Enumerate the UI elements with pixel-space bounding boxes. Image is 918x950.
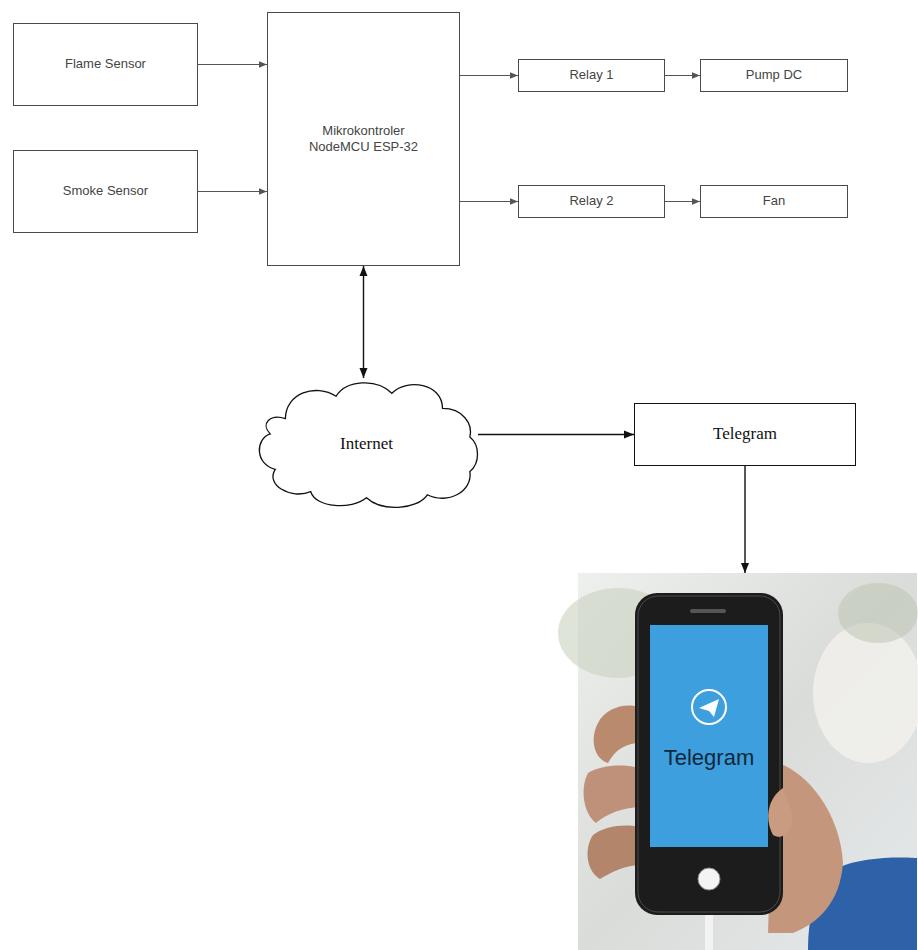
relay-box: Relay 1 [518, 59, 665, 92]
node-label: Telegram [654, 745, 764, 771]
node-label: Internet [340, 434, 393, 454]
sensor-box: Smoke Sensor [13, 150, 198, 233]
cloud-shape: Internet [255, 378, 478, 510]
node-label: Fan [763, 193, 785, 209]
arrow-connector [478, 434, 634, 435]
node-label: Relay 1 [569, 67, 613, 83]
node-label: Pump DC [746, 67, 802, 83]
node-label: Mikrokontroler NodeMCU ESP-32 [299, 123, 429, 156]
arrow-connector [665, 75, 700, 76]
node-label: Relay 2 [569, 193, 613, 209]
phone-image: Telegram [578, 573, 917, 950]
actuator-box: Pump DC [700, 59, 848, 92]
node-label: Flame Sensor [65, 56, 146, 72]
arrow-connector [460, 201, 518, 202]
actuator-box: Fan [700, 185, 848, 218]
node-label: Telegram [713, 424, 777, 444]
arrow-connector [665, 201, 700, 202]
cloud-path [259, 383, 477, 508]
relay-box: Relay 2 [518, 185, 665, 218]
arrow-connector [363, 266, 364, 378]
arrow-connector [744, 466, 745, 573]
arrow-connector [198, 64, 267, 65]
sensor-box: Flame Sensor [13, 23, 198, 106]
node-label: Smoke Sensor [63, 183, 148, 199]
arrow-connector [198, 191, 267, 192]
service-box: Telegram [634, 403, 856, 466]
microcontroller-box: Mikrokontroler NodeMCU ESP-32 [267, 12, 460, 266]
arrow-connector [460, 75, 518, 76]
